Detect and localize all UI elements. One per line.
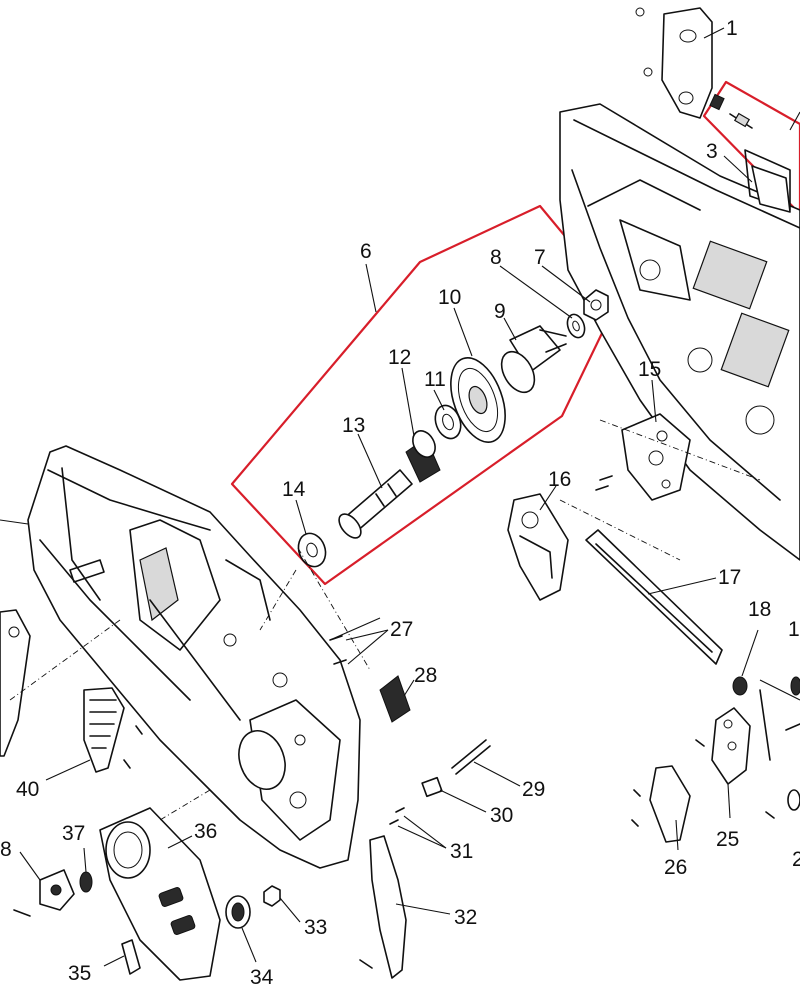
part-38-knob	[13, 869, 75, 917]
callout-9: 9	[494, 300, 506, 323]
part-34-knob	[225, 895, 251, 929]
callout-25: 25	[716, 828, 739, 851]
part-33-nut	[263, 885, 281, 907]
callout-29: 29	[522, 778, 545, 801]
callout-33: 33	[304, 916, 327, 939]
main-housing-left	[27, 445, 361, 869]
callout-40: 40	[16, 778, 39, 801]
edge-parts-right	[785, 676, 800, 811]
part-32-lever	[359, 835, 407, 979]
part-16-bracket	[507, 493, 569, 601]
callout-18: 18	[748, 598, 771, 621]
part-17-guide-bar	[585, 529, 723, 665]
part-36-side-cover	[99, 807, 221, 981]
leader-lines	[0, 27, 800, 967]
callout-28: 28	[414, 664, 437, 687]
part-8-washer	[566, 313, 586, 339]
callout-30: 30	[490, 804, 513, 827]
part-28-label	[379, 675, 411, 723]
part-30-switch	[421, 776, 443, 798]
main-housing-right	[559, 103, 800, 561]
callout-25b-partial: 2	[792, 848, 800, 871]
part-40-vent-grille	[83, 687, 143, 773]
callout-7: 7	[534, 246, 546, 269]
part-26-plate	[649, 765, 691, 843]
part-2-adjuster	[709, 93, 753, 129]
callout-10: 10	[438, 286, 461, 309]
screws-15	[595, 475, 613, 491]
part-31-screws	[389, 807, 405, 825]
callout-27: 27	[390, 618, 413, 641]
screws-26	[631, 739, 775, 827]
callout-14: 14	[282, 478, 306, 501]
callout-34: 34	[250, 966, 274, 989]
part-12-sprocket	[405, 430, 441, 483]
callout-16: 16	[548, 468, 571, 491]
callout-17: 17	[718, 566, 741, 589]
part-1-cover	[635, 7, 713, 119]
callout-36: 36	[194, 820, 217, 843]
part-9-shaft	[500, 325, 567, 394]
part-15-plate	[621, 413, 691, 501]
callout-6: 6	[360, 240, 372, 263]
part-29-pin	[451, 739, 491, 775]
part-3-cover-plate	[751, 165, 791, 213]
callout-11: 11	[424, 368, 446, 391]
callout-15: 15	[638, 358, 661, 381]
callout-13: 13	[342, 414, 365, 437]
callout-8: 8	[490, 246, 502, 269]
part-14-washer	[297, 532, 327, 568]
callout-26: 26	[664, 856, 687, 879]
part-18-knob	[732, 676, 800, 701]
callout-37: 37	[62, 822, 85, 845]
callout-12: 12	[388, 346, 411, 369]
callout-19-partial: 1	[788, 618, 800, 641]
callout-1: 1	[726, 17, 738, 40]
assembly-axes	[9, 419, 761, 821]
callout-38-partial: 8	[0, 838, 12, 861]
part-7-nut	[583, 289, 609, 321]
callout-31: 31	[450, 840, 473, 863]
callout-labels: 1 3 6 7 8 9 10 11 12 13 14 15 16 17 18 1…	[0, 17, 800, 989]
callout-35: 35	[68, 962, 91, 985]
callout-32: 32	[454, 906, 477, 929]
part-13-spindle	[338, 469, 413, 539]
part-10-pulley	[450, 357, 506, 443]
part-35-cover	[121, 939, 141, 975]
part-37-spring	[79, 871, 93, 893]
callout-3: 3	[706, 140, 718, 163]
part-25-bracket	[711, 689, 771, 785]
handle-left-edge	[0, 609, 31, 757]
